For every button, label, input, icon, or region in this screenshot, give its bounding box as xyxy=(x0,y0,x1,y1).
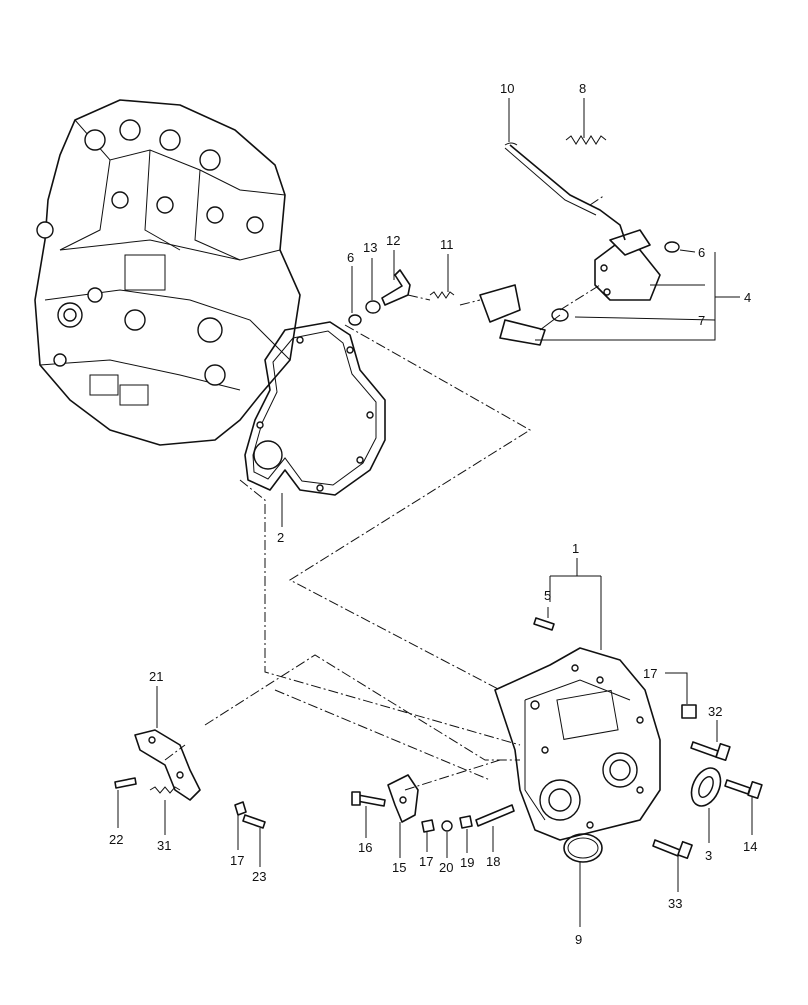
callout-32: 32 xyxy=(708,704,722,719)
callout-3: 3 xyxy=(705,848,712,863)
governor-small-parts xyxy=(348,241,680,346)
oil-seal xyxy=(690,767,722,807)
return-spring xyxy=(565,135,607,145)
callout-10: 10 xyxy=(500,81,514,96)
callout-6-right: 6 xyxy=(698,245,705,260)
callout-11: 11 xyxy=(440,237,454,252)
callout-31: 31 xyxy=(157,838,171,853)
leader-lines xyxy=(117,98,753,927)
left-bracket-assembly xyxy=(114,729,266,829)
callout-19: 19 xyxy=(460,855,474,870)
callout-18: 18 xyxy=(486,854,500,869)
callout-4: 4 xyxy=(744,290,751,305)
alignment-lines xyxy=(164,194,606,791)
timing-cover-gasket xyxy=(244,321,386,496)
timing-gear-case xyxy=(494,647,661,841)
callout-8: 8 xyxy=(579,81,586,96)
o-ring xyxy=(563,833,603,863)
bolts-right xyxy=(475,704,763,860)
lower-small-parts xyxy=(351,774,473,833)
callout-22: 22 xyxy=(109,832,123,847)
callout-20: 20 xyxy=(439,860,453,875)
callout-17-left: 17 xyxy=(230,853,244,868)
callout-17-top: 17 xyxy=(643,666,657,681)
callout-17-mid: 17 xyxy=(419,854,433,869)
dowel-pin xyxy=(533,617,555,631)
callout-6-left: 6 xyxy=(347,250,354,265)
clip xyxy=(504,142,518,146)
governor-lever-assembly xyxy=(504,144,661,301)
callout-15: 15 xyxy=(392,860,406,875)
callout-2: 2 xyxy=(277,530,284,545)
callout-5: 5 xyxy=(544,588,551,603)
callout-9: 9 xyxy=(575,932,582,947)
callout-16: 16 xyxy=(358,840,372,855)
callout-14: 14 xyxy=(743,839,757,854)
callout-33: 33 xyxy=(668,896,682,911)
callout-21: 21 xyxy=(149,669,163,684)
callout-7: 7 xyxy=(698,313,705,328)
callout-1: 1 xyxy=(572,541,579,556)
engine-block xyxy=(34,99,301,446)
callout-13: 13 xyxy=(363,240,377,255)
callout-12: 12 xyxy=(386,233,400,248)
callout-23: 23 xyxy=(252,869,266,884)
callout-labels: 10 8 11 12 13 6 6 4 7 2 1 5 17 32 14 3 3… xyxy=(109,81,757,947)
